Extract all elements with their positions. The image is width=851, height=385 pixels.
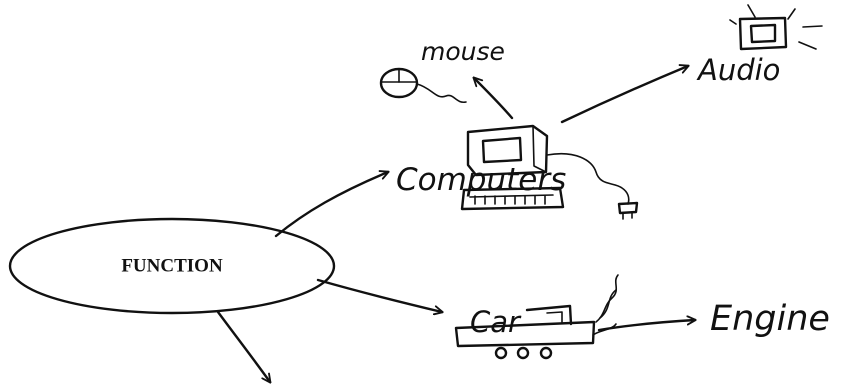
- function-node: FUNCTION: [8, 217, 336, 315]
- arrow-to-car: [316, 278, 442, 312]
- arrow-down: [216, 310, 270, 382]
- mouse-icon: [379, 67, 467, 103]
- audio-label: Audio: [696, 53, 780, 87]
- engine-label: Engine: [710, 299, 830, 339]
- mouse-label: mouse: [421, 37, 505, 66]
- function-ellipse: [8, 217, 336, 315]
- arrow-to-computers: [274, 172, 388, 238]
- function-label: FUNCTION: [121, 255, 223, 276]
- computers-label: Computers: [396, 162, 566, 198]
- speaker-icon: [729, 4, 823, 51]
- car-label: Car: [470, 305, 522, 339]
- plug-icon: [546, 153, 639, 220]
- arrow-to-engine: [597, 320, 695, 332]
- arrow-to-mouse: [474, 78, 514, 120]
- car-icon: [454, 274, 619, 360]
- computer-icon: [460, 124, 565, 211]
- arrow-to-audio: [560, 66, 688, 124]
